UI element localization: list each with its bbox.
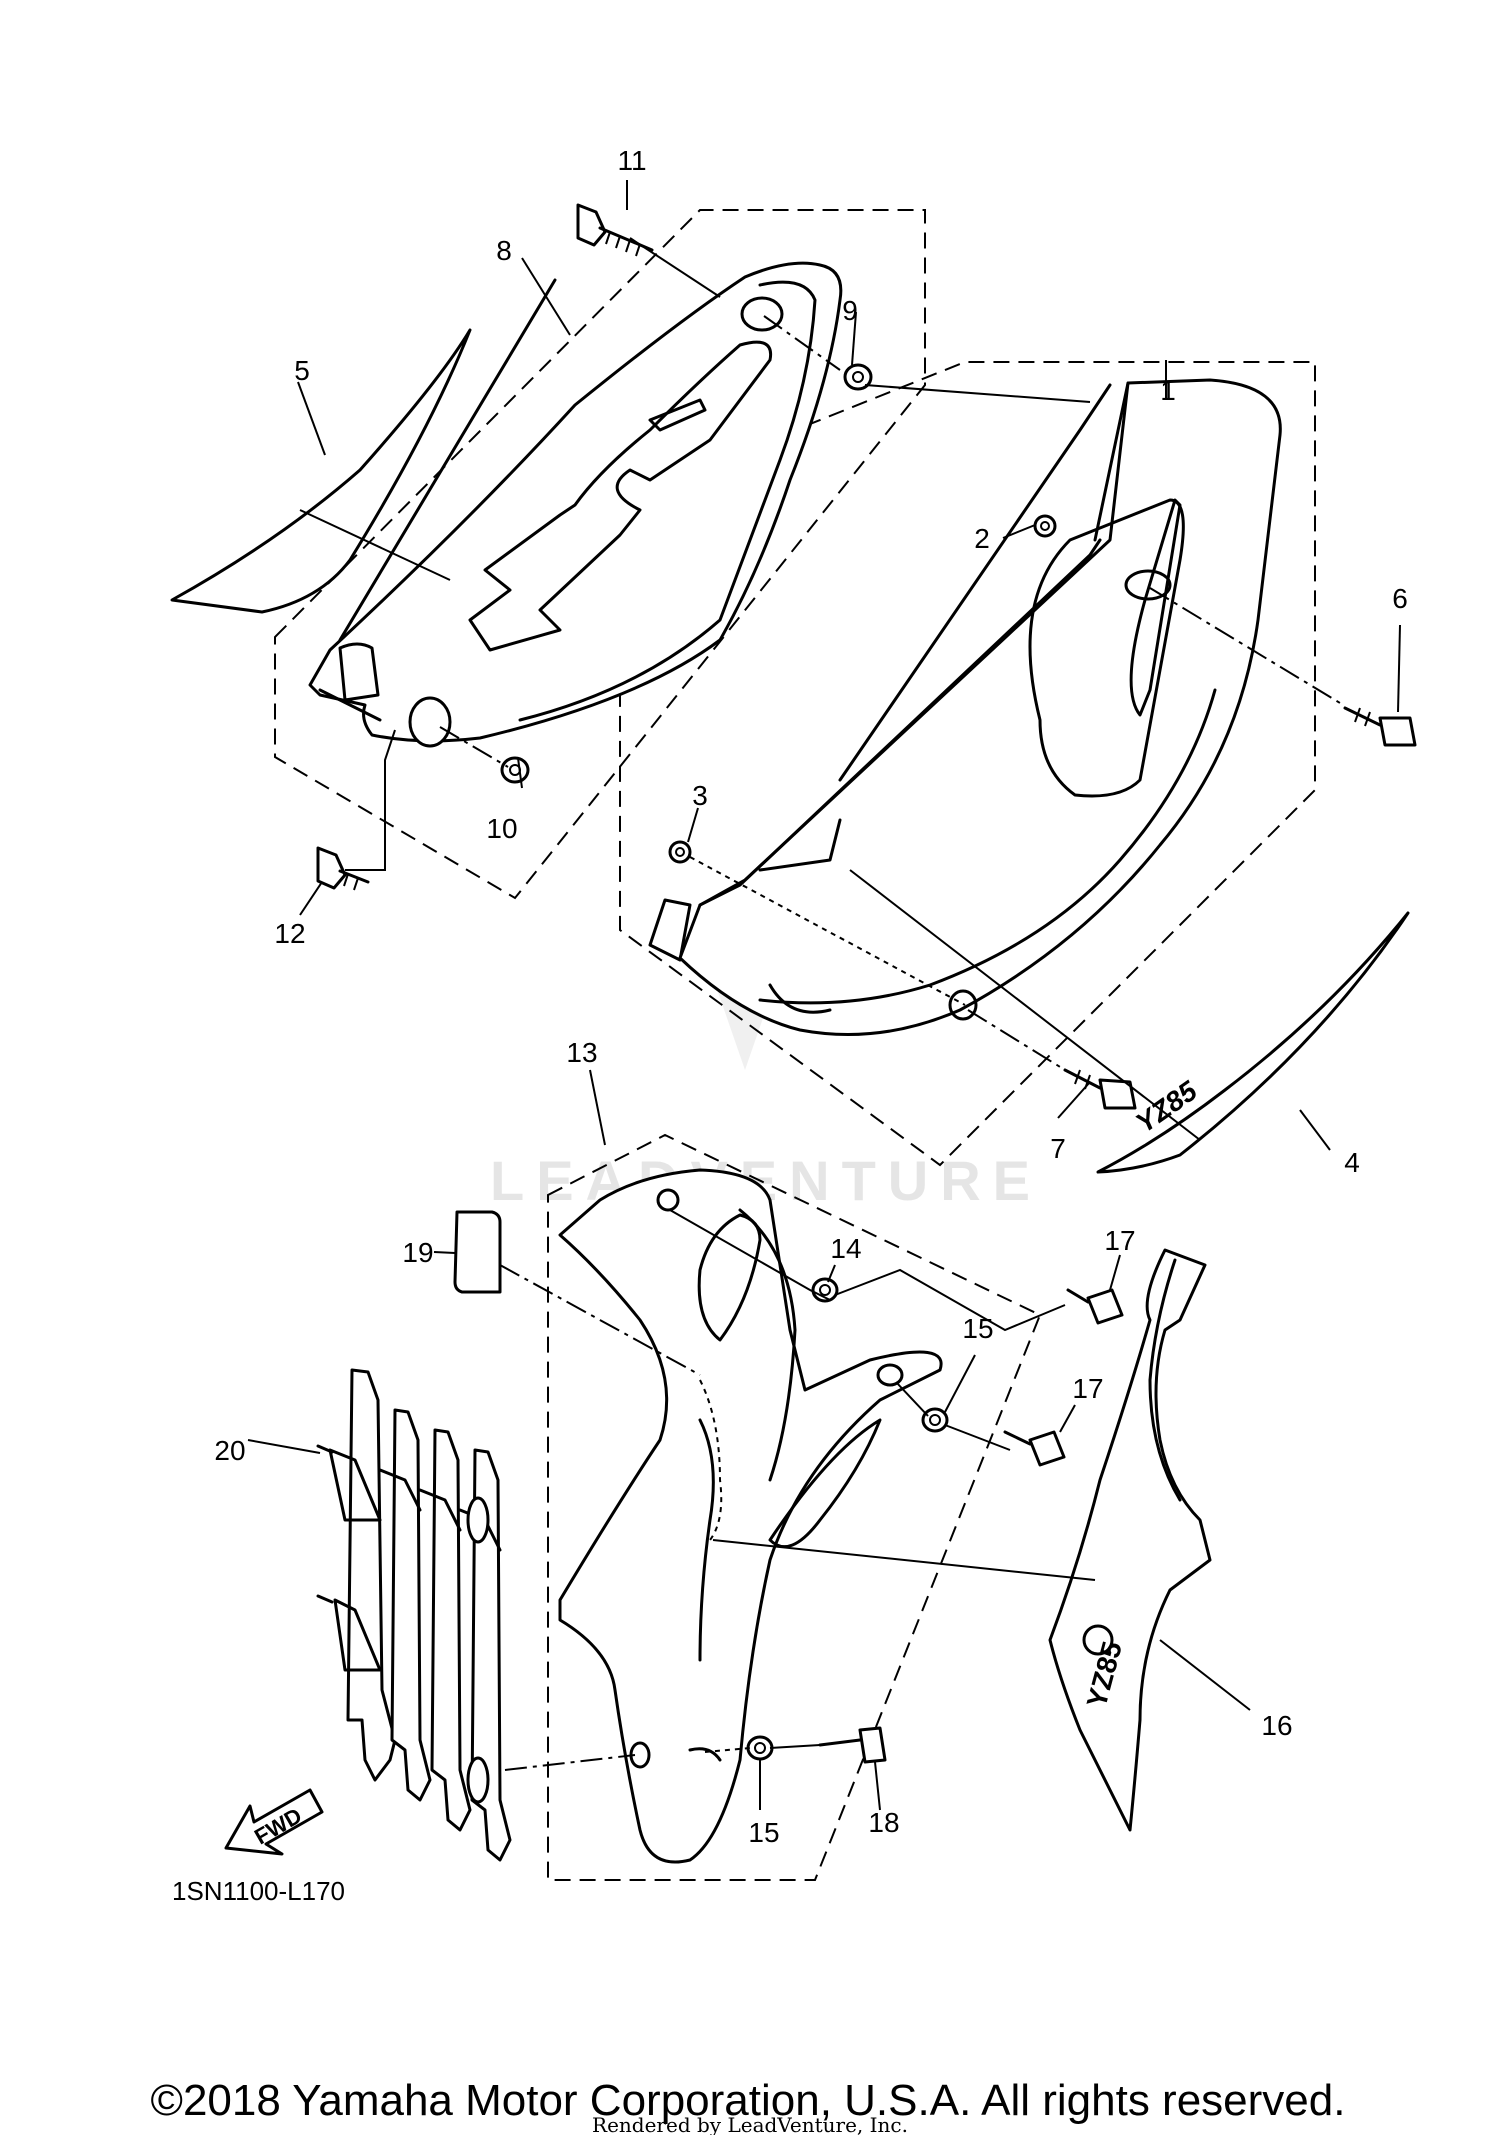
callout-19: 19 bbox=[402, 1237, 433, 1268]
callout-11: 11 bbox=[617, 145, 646, 176]
callout-18: 18 bbox=[868, 1807, 899, 1838]
callout-17-lower: 17 bbox=[1072, 1373, 1103, 1404]
callout-2: 2 bbox=[974, 523, 990, 554]
callout-15-lower: 15 bbox=[748, 1817, 779, 1848]
leader-lines bbox=[247, 237, 1341, 1771]
side-cover-decal: YZ85 bbox=[1096, 911, 1410, 1174]
callout-14: 14 bbox=[830, 1233, 861, 1264]
fwd-arrow: FWD bbox=[224, 1788, 324, 1856]
radiator-shroud bbox=[547, 1133, 1042, 1881]
side-cover-left bbox=[274, 209, 926, 900]
callout-numbers: 11 8 9 5 1 2 6 3 10 12 7 4 13 17 14 19 1… bbox=[214, 145, 1407, 1848]
callout-16: 16 bbox=[1261, 1710, 1292, 1741]
callout-13: 13 bbox=[566, 1037, 597, 1068]
rendered-by-text: Rendered by LeadVenture, Inc. bbox=[592, 2113, 908, 2135]
callout-15-upper: 15 bbox=[962, 1313, 993, 1344]
callout-1: 1 bbox=[1160, 375, 1176, 406]
shroud-decal: YZ85 bbox=[1048, 1248, 1212, 1832]
fasteners bbox=[316, 203, 1417, 1764]
callout-6: 6 bbox=[1392, 583, 1408, 614]
side-cover-right bbox=[619, 361, 1316, 1167]
callout-9: 9 bbox=[842, 295, 858, 326]
callout-8: 8 bbox=[496, 235, 512, 266]
callout-5: 5 bbox=[294, 355, 310, 386]
callout-3: 3 bbox=[692, 780, 708, 811]
callout-12: 12 bbox=[274, 918, 305, 949]
diagram-code: 1SN1100-L170 bbox=[172, 1876, 345, 1906]
callout-20: 20 bbox=[214, 1435, 245, 1466]
callout-4: 4 bbox=[1344, 1147, 1360, 1178]
callout-10: 10 bbox=[486, 813, 517, 844]
copyright-text: ©2018 Yamaha Motor Corporation, U.S.A. A… bbox=[151, 2076, 1346, 2125]
radiator-guard bbox=[316, 1368, 512, 1862]
callout-17-upper: 17 bbox=[1104, 1225, 1135, 1256]
left-cover-decal bbox=[170, 328, 472, 614]
callout-leaders bbox=[297, 180, 1401, 1811]
callout-7: 7 bbox=[1050, 1133, 1066, 1164]
